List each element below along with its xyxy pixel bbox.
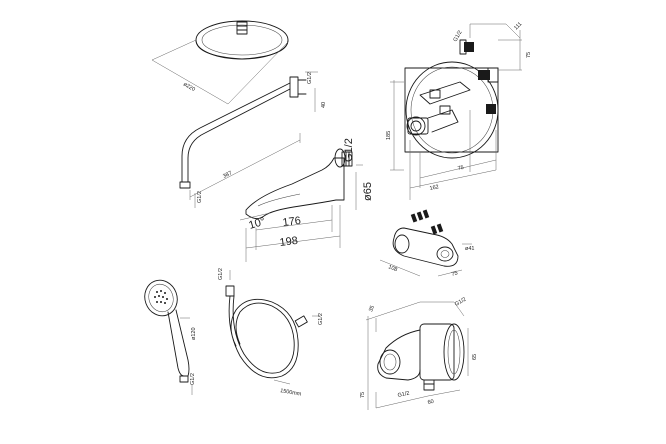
outlet-side-label: 65 (472, 354, 478, 360)
holder-width-label: 108 (387, 264, 398, 273)
spout-length-inner-label: 176 (282, 215, 302, 229)
outlet-width-label: 35 (368, 305, 376, 313)
shower-arm (179, 71, 318, 208)
hand-shower (144, 279, 193, 395)
holder-diameter-label: ø41 (465, 246, 474, 252)
holder-depth-label: 75 (451, 270, 459, 277)
arm-bottom-thread-label: G1/2 (197, 191, 203, 203)
outlet-thread-top-label: G1/2 (454, 297, 467, 308)
bath-spout (239, 148, 363, 262)
spout-angle-label: 10° (247, 216, 266, 232)
handshower-size-label: ø120 (191, 327, 197, 340)
outlet-thread-bottom-label: G1/2 (397, 391, 410, 399)
mixer-label-6: 75 (457, 165, 464, 172)
outlet-height-label: 75 (360, 392, 366, 398)
head-diameter-label: ø220 (182, 82, 196, 93)
spout-thread-label: G1/2 (343, 138, 355, 162)
shower-hose (225, 270, 320, 385)
concealed-mixer (390, 23, 522, 200)
spout-length-outer-label: 198 (279, 235, 299, 249)
hose-thread-top-label: G1/2 (218, 268, 224, 280)
arm-height-label: 40 (321, 102, 327, 108)
arm-thread-label: G1/2 (307, 72, 313, 84)
mixer-label-2: 111 (513, 21, 523, 31)
shower-head (151, 20, 289, 105)
spout-height-label: ø65 (362, 182, 374, 201)
hose-length-label: 1500mm (280, 388, 303, 398)
mixer-label-4: 185 (386, 131, 392, 140)
mixer-label-3: 75 (526, 52, 532, 58)
arm-length-label: 387 (222, 170, 233, 180)
outlet-depth-label: 60 (427, 399, 434, 406)
mixer-label-1: G1/2 (453, 30, 464, 43)
hose-thread-right-label: G1/2 (318, 313, 324, 325)
handshower-thread-label: G1/2 (190, 373, 196, 385)
mixer-label-5: 162 (429, 184, 439, 192)
handshower-holder (379, 209, 472, 277)
wall-outlet (365, 301, 469, 410)
